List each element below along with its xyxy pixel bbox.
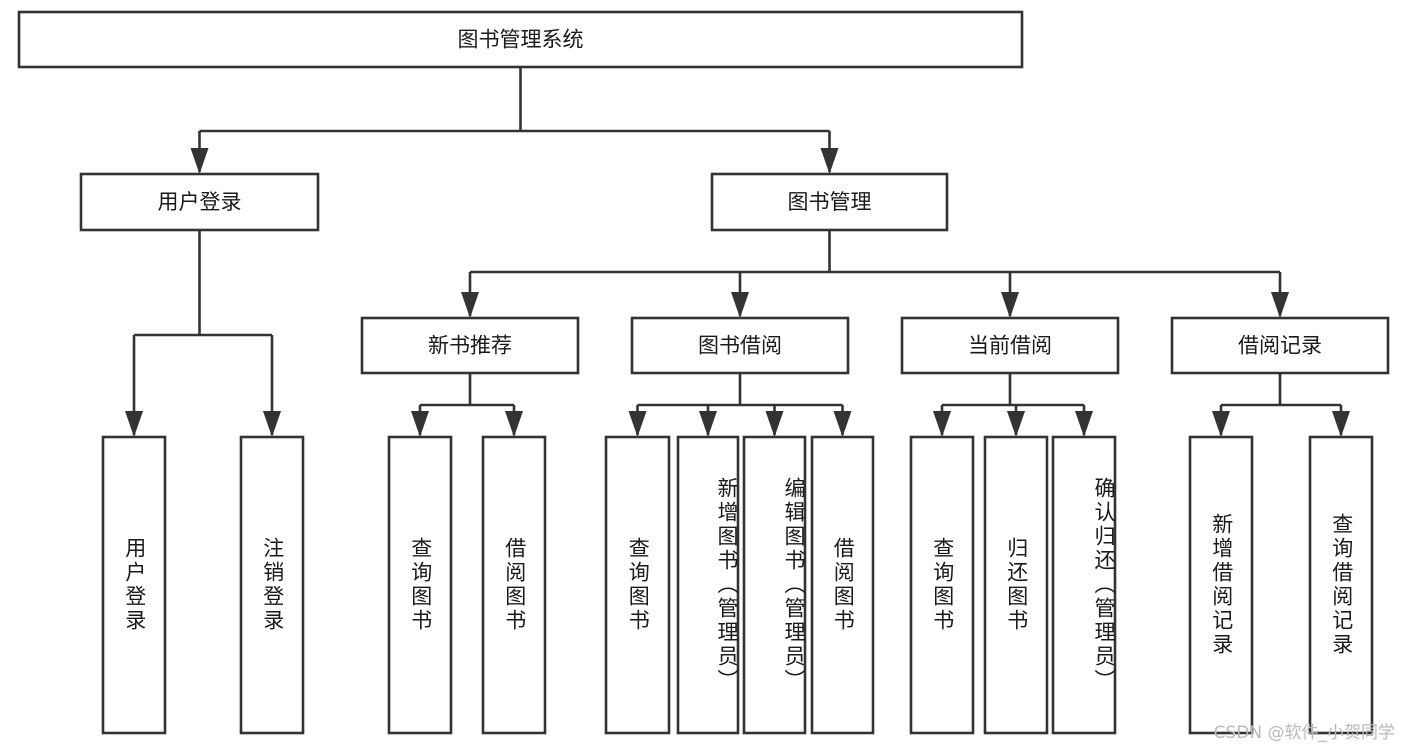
node-box-leaf-11[interactable] — [1188, 435, 1254, 735]
leaf-node-label-1: 注销登录 — [260, 537, 285, 633]
arrow-head-icon — [461, 292, 479, 318]
csdn-watermark: CSDN @软件_小贺同学 — [1213, 723, 1395, 743]
arrow-head-icon — [731, 292, 749, 318]
arrow-head-icon — [699, 411, 717, 437]
node-label-level2-1: 图书借阅 — [698, 334, 782, 358]
leaf-node-label-6: 编辑图书（管理员） — [782, 477, 806, 693]
leaf-node-label-2: 查询图书 — [408, 537, 433, 633]
node-box-leaf-6[interactable] — [742, 435, 807, 735]
leaf-node-label-3: 借阅图书 — [502, 537, 527, 633]
arrow-head-icon — [820, 148, 839, 174]
node-box-leaf-10[interactable] — [1051, 435, 1117, 735]
leaf-node-label-4: 查询图书 — [626, 537, 651, 633]
node-box-leaf-3[interactable] — [481, 435, 547, 735]
leaf-node-label-5: 新增图书（管理员） — [715, 477, 739, 693]
arrow-head-icon — [1007, 411, 1025, 437]
node-label-level1-1: 图书管理 — [788, 190, 872, 214]
arrow-head-icon — [411, 411, 429, 437]
arrow-head-icon — [125, 411, 143, 437]
node-box-leaf-2[interactable] — [387, 435, 453, 735]
leaf-node-label-10: 确认归还（管理员） — [1092, 477, 1116, 693]
leaf-node-label-7: 借阅图书 — [831, 537, 856, 633]
arrow-head-icon — [628, 411, 647, 437]
node-box-leaf-5[interactable] — [676, 435, 740, 735]
arrow-head-icon — [263, 411, 281, 437]
node-label-level2-2: 当前借阅 — [968, 334, 1052, 358]
arrow-head-icon — [1212, 411, 1230, 437]
leaf-node-label-0: 用户登录 — [122, 537, 147, 633]
node-box-leaf-12[interactable] — [1308, 435, 1374, 735]
node-box-leaf-8[interactable] — [909, 435, 975, 735]
arrow-head-icon — [933, 411, 951, 437]
node-box-leaf-7[interactable] — [810, 435, 875, 735]
connectors-layer — [125, 67, 1350, 437]
node-label-level2-0: 新书推荐 — [428, 334, 512, 358]
arrow-head-icon — [1075, 411, 1093, 437]
leaf-node-label-8: 查询图书 — [930, 537, 955, 633]
node-label-root: 图书管理系统 — [458, 28, 584, 52]
node-label-level1-0: 用户登录 — [158, 190, 242, 214]
arrow-head-icon — [765, 411, 784, 437]
arrow-head-icon — [505, 411, 523, 437]
arrow-head-icon — [1271, 292, 1289, 318]
leaf-node-label-9: 归还图书 — [1004, 537, 1029, 633]
node-box-leaf-0[interactable] — [101, 435, 167, 735]
node-box-level2-3[interactable] — [1170, 316, 1390, 375]
node-box-leaf-4[interactable] — [604, 435, 671, 735]
arrow-head-icon — [833, 411, 852, 437]
node-label-level2-3: 借阅记录 — [1238, 334, 1322, 358]
arrow-head-icon — [1332, 411, 1350, 437]
node-box-level2-2[interactable] — [900, 316, 1120, 375]
node-box-leaf-9[interactable] — [983, 435, 1049, 735]
arrow-head-icon — [1001, 292, 1019, 318]
node-boxes-layer — [17, 10, 1390, 735]
leaf-node-label-12: 查询借阅记录 — [1329, 513, 1354, 657]
leaf-node-label-11: 新增借阅记录 — [1209, 513, 1234, 657]
node-box-level2-0[interactable] — [360, 316, 580, 375]
node-box-level1-0[interactable] — [79, 172, 320, 232]
arrow-head-icon — [190, 148, 209, 174]
node-box-leaf-1[interactable] — [239, 435, 305, 735]
node-box-level1-1[interactable] — [710, 172, 949, 232]
node-box-level2-1[interactable] — [630, 316, 850, 375]
node-box-root[interactable] — [17, 10, 1024, 69]
